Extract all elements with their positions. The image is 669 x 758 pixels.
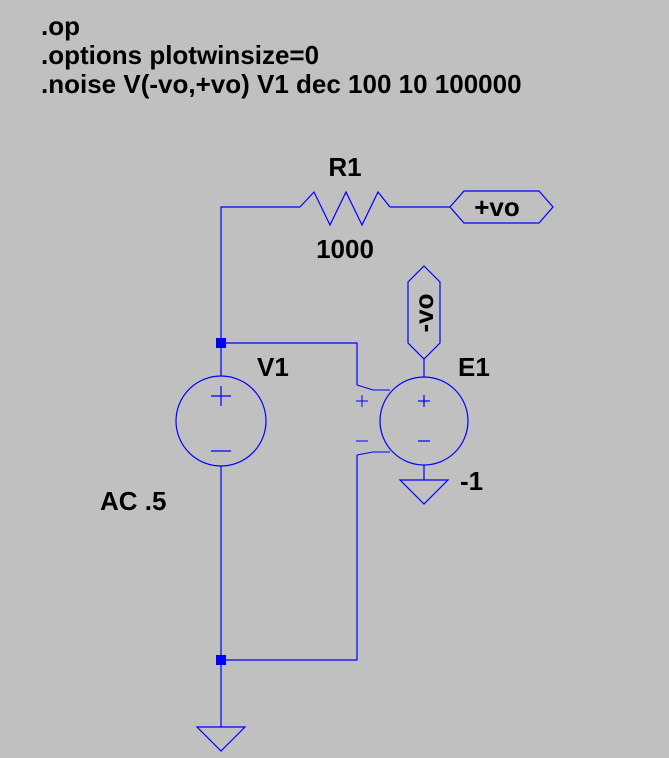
v1-name-label[interactable]: V1 xyxy=(257,352,289,382)
directive-options[interactable]: .options plotwinsize=0 xyxy=(41,40,320,70)
ground-icon[interactable] xyxy=(398,479,450,505)
e1-body[interactable] xyxy=(379,376,469,466)
directive-noise[interactable]: .noise V(-vo,+vo) V1 dec 100 10 100000 xyxy=(41,69,522,99)
directive-op[interactable]: .op xyxy=(41,11,80,41)
wires[interactable] xyxy=(220,206,450,727)
ground-icon[interactable] xyxy=(195,726,247,752)
net-flag-shape[interactable] xyxy=(449,190,554,224)
v1-body[interactable] xyxy=(175,375,267,467)
wire-v1-top-to-e1[interactable] xyxy=(221,342,358,385)
junction-bottom[interactable] xyxy=(216,655,226,665)
resistor-r1[interactable]: R1 1000 xyxy=(299,152,391,264)
e1-input-minus-lead[interactable] xyxy=(356,451,390,456)
net-label-neg-out-text[interactable]: -vo xyxy=(409,294,439,333)
ground-main[interactable] xyxy=(195,726,247,752)
v1-value-label[interactable]: AC .5 xyxy=(100,486,166,516)
vcvs-e1[interactable]: E1 -1 xyxy=(356,352,490,496)
net-label-neg-out[interactable]: -vo xyxy=(407,265,441,360)
ground-e1[interactable] xyxy=(398,479,450,505)
net-flag-vertical-shape[interactable] xyxy=(407,265,441,360)
junction-top[interactable] xyxy=(216,338,226,348)
e1-input-plus-lead[interactable] xyxy=(356,384,390,391)
e1-gain-label[interactable]: -1 xyxy=(460,466,483,496)
resistor-zigzag[interactable] xyxy=(299,190,391,227)
wire-top-left[interactable] xyxy=(220,206,300,343)
e1-name-label[interactable]: E1 xyxy=(458,352,490,382)
voltage-source-v1[interactable]: V1 AC .5 xyxy=(100,352,289,516)
r1-name-label[interactable]: R1 xyxy=(328,152,361,182)
wire-bottom-to-e1[interactable] xyxy=(221,455,358,661)
net-label-pos-out[interactable]: +vo xyxy=(449,190,554,224)
net-label-pos-out-text[interactable]: +vo xyxy=(474,192,520,222)
r1-value-label[interactable]: 1000 xyxy=(316,234,374,264)
spice-directives[interactable]: .op .options plotwinsize=0 .noise V(-vo,… xyxy=(41,12,522,99)
